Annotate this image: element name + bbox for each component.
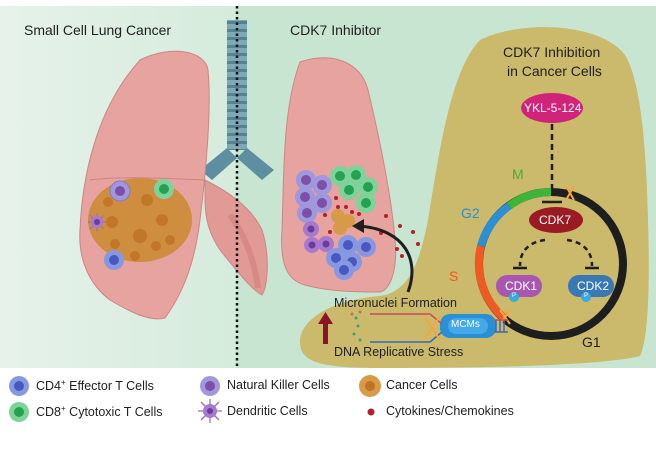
legend-cytokine-label: Cytokines/Chemokines [386, 404, 514, 418]
mcms-complex [440, 314, 508, 338]
cdk1-label: CDK1 [505, 279, 538, 293]
cdk7-to-cdk1 [518, 238, 546, 267]
secretion-arrowhead [352, 219, 364, 233]
phase-m-label: M [512, 166, 524, 182]
cd4-sup: + [61, 378, 66, 387]
cd8-prefix: CD8 [36, 405, 62, 420]
cd8-cells [330, 165, 378, 213]
legend-cd8-label: CD8+ Cytotoxic T Cells [36, 404, 162, 419]
right-panel-title: CDK7 Inhibitor [290, 22, 382, 38]
phase-g1-label: G1 [582, 334, 601, 350]
cdk2-phospho-icon [581, 292, 591, 302]
drug-node [521, 93, 583, 123]
cancer-cells-small [331, 209, 355, 235]
cd4-suffix: Effector T Cells [65, 379, 154, 394]
dna-strands [350, 310, 443, 343]
cell-cycle [474, 188, 627, 340]
dendritic-cells [303, 221, 334, 253]
dna-stress-label: DNA Replicative Stress [334, 345, 464, 359]
inset-title-line1: CDK7 Inhibition [503, 44, 601, 60]
legend-icons [9, 375, 381, 423]
cd8-suffix: Cytotoxic T Cells [65, 405, 163, 420]
cytokines [323, 196, 420, 258]
secretion-arrow [359, 224, 414, 293]
legend-cancer-label: Cancer Cells [386, 378, 458, 392]
cdk2-node [568, 275, 614, 297]
cdk1-phospho-label: P [512, 293, 517, 299]
inset-title-line2: in Cancer Cells [507, 63, 602, 79]
cdk7-node [529, 207, 583, 233]
legend-nk-label: Natural Killer Cells [227, 378, 330, 392]
mcms-label: MCMs [451, 319, 480, 330]
legend-cd4-label: CD4+ Effector T Cells [36, 378, 154, 393]
cdk2-label: CDK2 [577, 279, 610, 293]
cdk1-node [496, 275, 542, 297]
legend-cytokine-icon [367, 408, 375, 416]
cd4-prefix: CD4 [36, 379, 62, 394]
cd8-sup: + [61, 404, 66, 413]
cdk2-phospho-label: P [584, 293, 589, 299]
phase-g2-label: G2 [461, 205, 480, 221]
cdk1-phospho-icon [509, 292, 519, 302]
right-immune-cluster [295, 165, 420, 280]
drug-label: YKL-5-124 [524, 101, 582, 115]
left-panel-title: Small Cell Lung Cancer [24, 22, 172, 38]
increase-arrow-icon [318, 312, 333, 344]
left-tumor [88, 178, 192, 270]
cd4-cells [326, 235, 376, 280]
legend-dc-label: Dendritic Cells [227, 404, 308, 418]
micronuclei-label: Micronuclei Formation [334, 296, 457, 310]
nk-cells [295, 170, 332, 223]
cdk7-to-cdk2 [566, 238, 594, 267]
checkpoint-marks [499, 185, 575, 325]
cdk7-label: CDK7 [539, 213, 572, 227]
phase-s-label: S [449, 268, 459, 284]
